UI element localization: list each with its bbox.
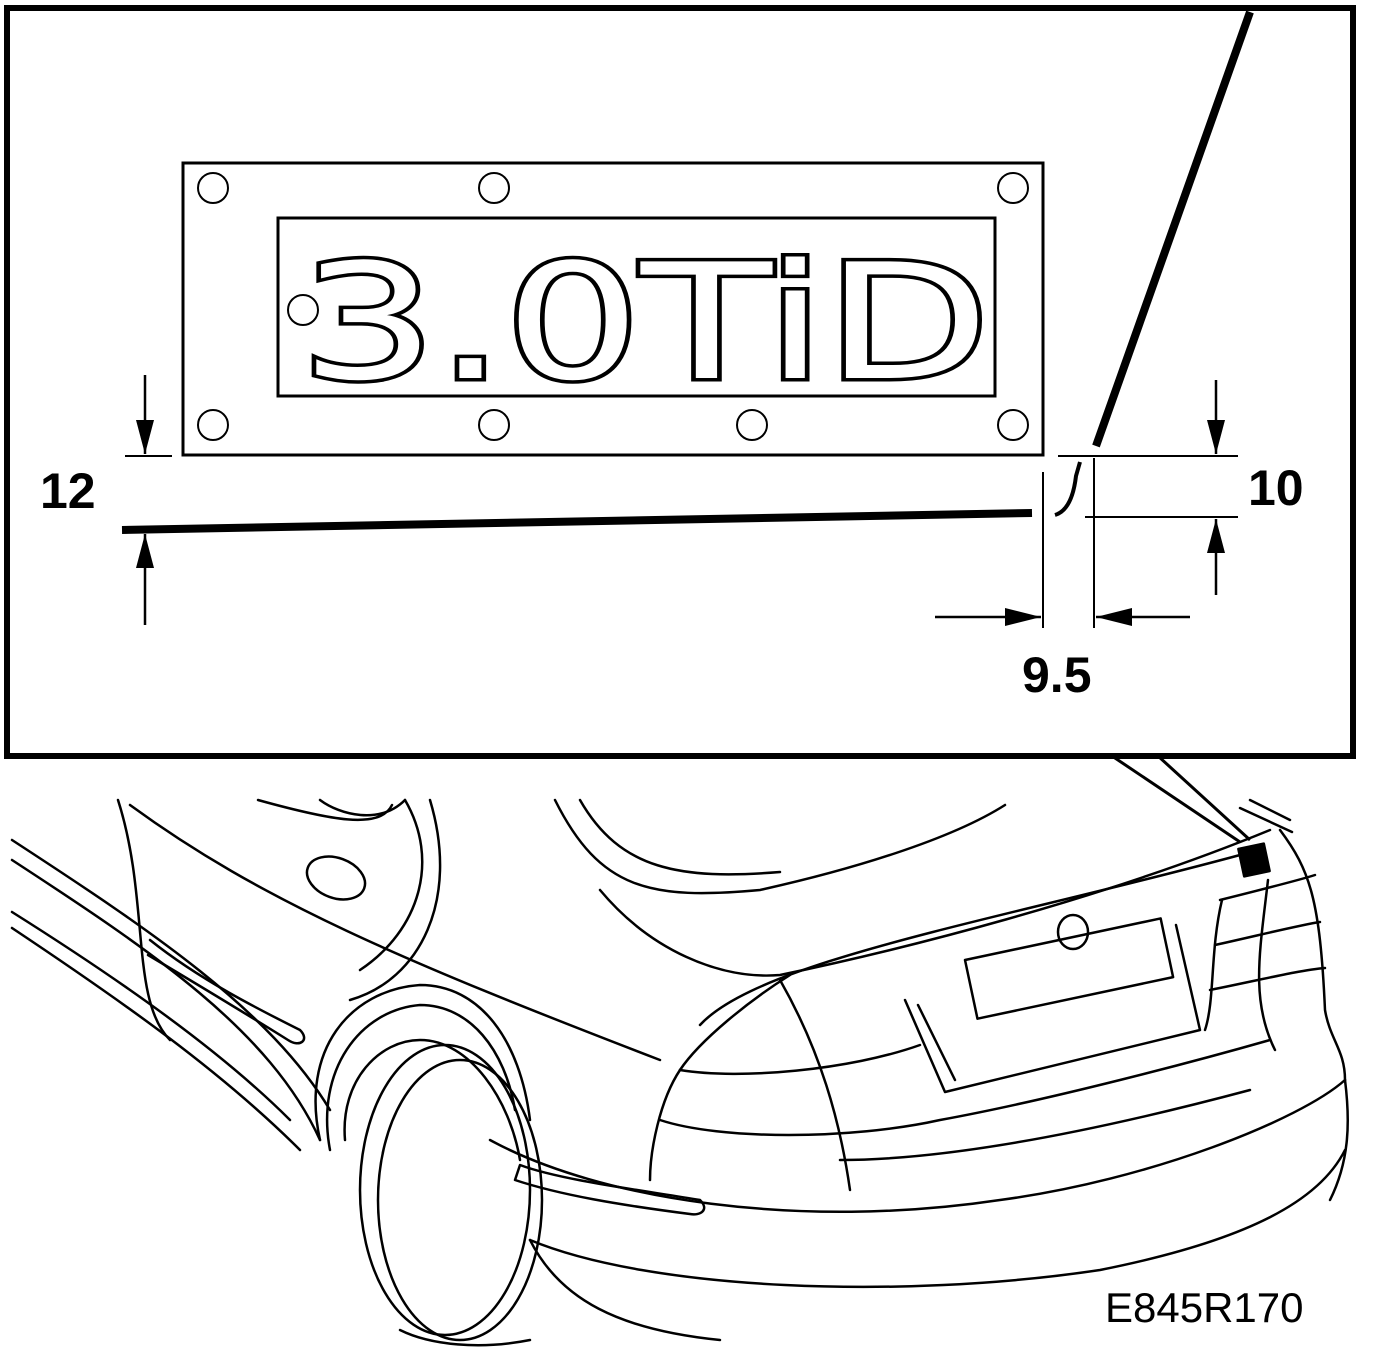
dimension-9-5-label: 9.5 xyxy=(1022,647,1092,703)
car-rear-illustration xyxy=(10,798,1350,1347)
badge-text: 3.0TiD xyxy=(300,229,990,416)
dimension-10-label: 10 xyxy=(1248,460,1304,516)
trunk-edge xyxy=(121,10,1254,534)
dimension-12-label: 12 xyxy=(40,463,96,519)
badge-cutout xyxy=(276,216,997,398)
template-holes xyxy=(197,172,1029,441)
dimension-10: 10 xyxy=(1058,380,1304,595)
mounting-template: 3.0TiD xyxy=(181,161,1045,457)
dimension-12: 12 xyxy=(40,375,172,625)
detail-frame xyxy=(4,5,1356,844)
reference-code: E845R170 xyxy=(1105,1284,1304,1331)
dimension-9-5: 9.5 xyxy=(935,458,1190,703)
